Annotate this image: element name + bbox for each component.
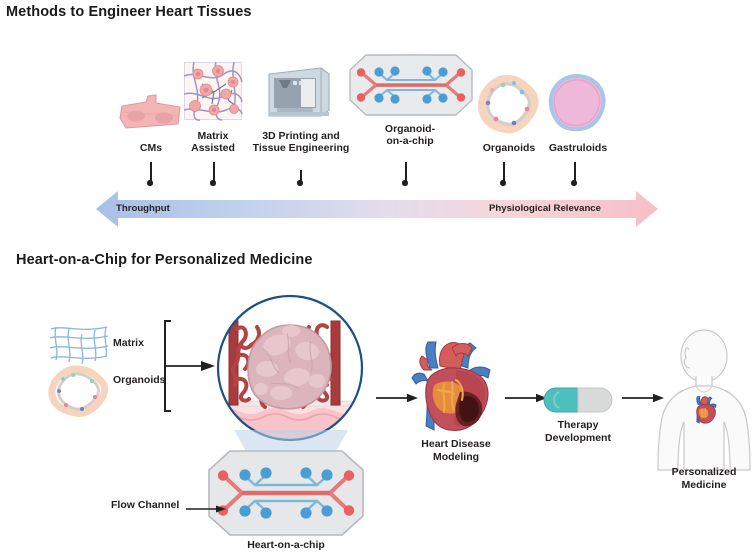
section2-title: Heart-on-a-Chip for Personalized Medicin… (16, 252, 313, 268)
human-torso-icon (656, 329, 752, 471)
arrow-heart-to-therapy (505, 392, 549, 404)
method-label-3d-printing: 3D Printing and Tissue Engineering (252, 130, 350, 155)
flow-channel-leader-line (186, 504, 228, 514)
vascularized-organoid-magnifier (215, 293, 365, 443)
method-label-organoid-on-a-chip: Organoid- on-a-chip (384, 123, 436, 148)
axis-label-throughput: Throughput (116, 203, 170, 214)
arrow-chip-to-heart (376, 392, 420, 404)
method-label-organoids: Organoids (482, 142, 536, 154)
method-label-cms: CMs (139, 142, 163, 154)
anatomical-heart-icon (410, 340, 502, 436)
input-label-organoids: Organoids (113, 374, 166, 386)
method-ticks (0, 0, 754, 200)
matrix-grid-icon (48, 322, 110, 366)
organoid-ring-icon (48, 365, 110, 418)
3d-printer-icon (265, 64, 333, 120)
heart-on-a-chip-diagram (208, 450, 364, 536)
matrix-assisted-icon (183, 61, 243, 121)
input-label-matrix: Matrix (113, 337, 144, 349)
organoid-icon (477, 74, 540, 134)
organoid-on-a-chip-icon (349, 54, 473, 116)
throughput-relevance-axis (96, 189, 658, 229)
gastruloid-icon (548, 73, 606, 132)
pipeline-label-therapy-development: Therapy Development (545, 419, 611, 444)
section1-title: Methods to Engineer Heart Tissues (6, 4, 252, 20)
input-bracket-arrow (163, 320, 221, 412)
flow-channel-callout-label: Flow Channel (111, 499, 180, 511)
cardiomyocyte-icon (116, 92, 186, 134)
axis-label-physiological-relevance: Physiological Relevance (489, 203, 601, 214)
chip-caption: Heart-on-a-chip (247, 539, 325, 551)
arrow-therapy-to-personalized (622, 392, 666, 404)
pipeline-label-heart-disease-modeling: Heart Disease Modeling (421, 438, 491, 463)
pill-capsule-icon (543, 387, 613, 413)
method-label-matrix-assisted: Matrix Assisted (191, 130, 235, 155)
method-label-gastruloids: Gastruloids (548, 142, 608, 154)
pipeline-label-personalized-medicine: Personalized Medicine (671, 466, 737, 491)
